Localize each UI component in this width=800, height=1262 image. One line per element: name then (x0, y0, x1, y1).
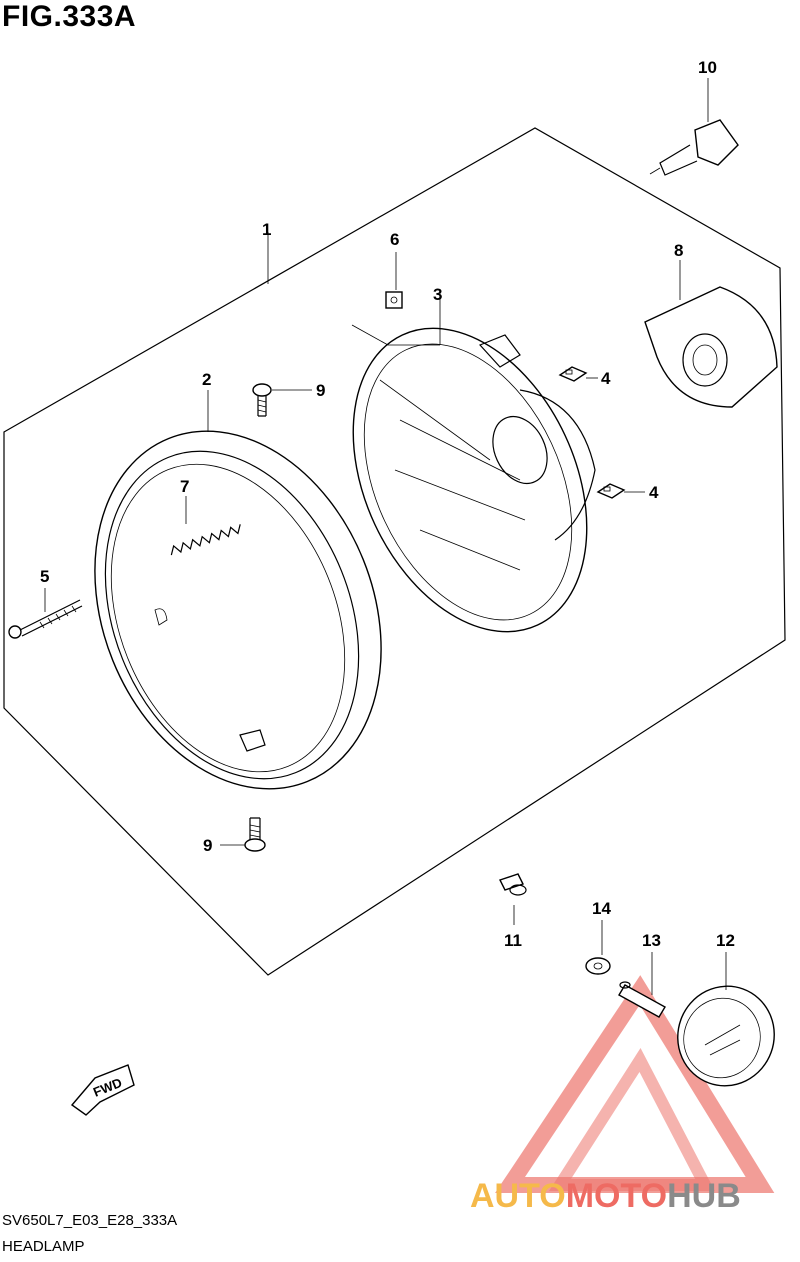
callout-8: 8 (674, 241, 683, 260)
callout-13: 13 (642, 931, 661, 950)
screw-lower (244, 817, 266, 852)
position-lamp (677, 985, 775, 1087)
washer (585, 957, 611, 975)
callout-12: 12 (716, 931, 735, 950)
diagram-caption: HEADLAMP (2, 1238, 85, 1255)
headlamp-bulb (649, 119, 739, 176)
callout-3: 3 (433, 285, 442, 304)
model-code: SV650L7_E03_E28_333A (2, 1212, 178, 1229)
assembly-outline (3, 127, 786, 976)
adjusting-screw (8, 599, 83, 639)
nut (385, 291, 403, 309)
callout-9a: 9 (316, 381, 325, 400)
headlamp-reflector-unit (352, 327, 596, 633)
socket-cover (644, 286, 778, 408)
callout-14: 14 (592, 899, 611, 918)
callout-5: 5 (40, 567, 49, 586)
callout-7: 7 (180, 477, 189, 496)
watermark-moto: MOTO (566, 1177, 667, 1215)
callout-4b: 4 (649, 483, 659, 502)
automotohub-logo (495, 975, 775, 1193)
clip-nut-lower (596, 483, 626, 499)
callout-9b: 9 (203, 836, 212, 855)
callout-2: 2 (202, 370, 211, 389)
grommet (618, 981, 666, 1018)
clip-nut-upper (558, 366, 588, 382)
watermark-hub: HUB (667, 1177, 741, 1215)
headlamp-rim (94, 430, 382, 790)
screw (499, 873, 527, 896)
screw-upper (252, 383, 272, 417)
callout-4a: 4 (601, 369, 611, 388)
callout-1: 1 (262, 220, 271, 239)
watermark-auto: AUTO (470, 1177, 566, 1215)
callout-11: 11 (504, 931, 522, 950)
callout-10: 10 (698, 58, 717, 77)
figure-title: FIG.333A (2, 0, 137, 33)
svg-text:AUTOMOTOHUB: AUTOMOTOHUB (470, 1177, 741, 1215)
forward-direction-arrow: FWD (70, 1064, 135, 1116)
spring (170, 524, 241, 556)
callout-6: 6 (390, 230, 399, 249)
